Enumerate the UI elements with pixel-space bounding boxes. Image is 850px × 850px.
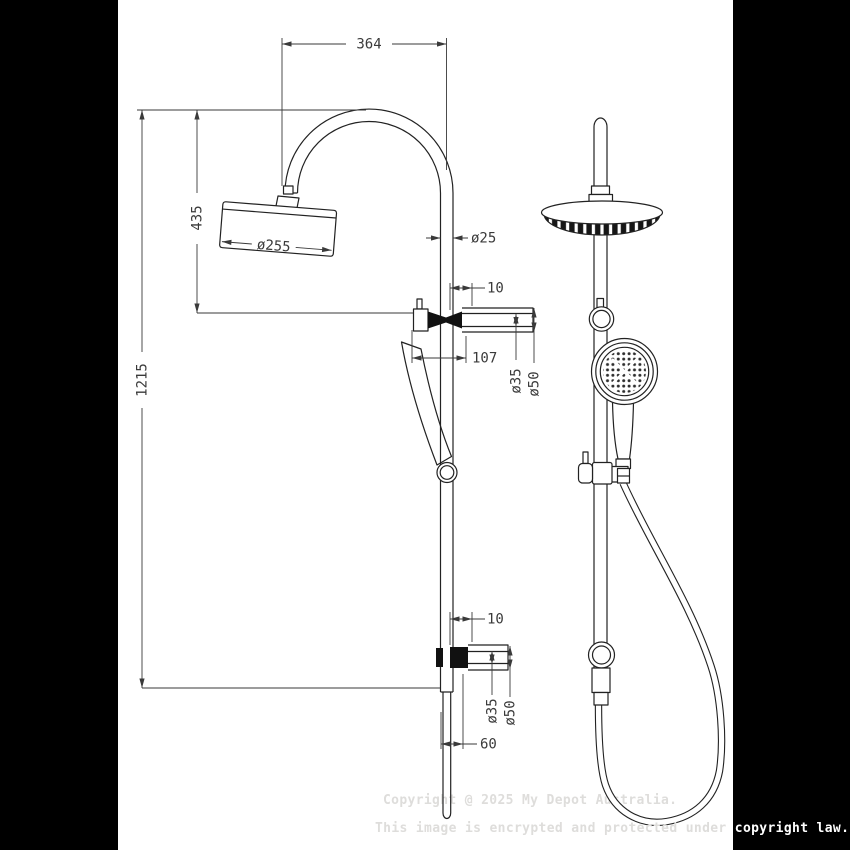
side-view: ø255 xyxy=(219,108,534,820)
dim-total-height-label: 1215 xyxy=(135,363,151,397)
shower-hose-body xyxy=(595,481,725,825)
handshower-side-profile xyxy=(400,341,453,466)
bracket-knob xyxy=(577,462,594,484)
upper-outlet xyxy=(462,307,534,333)
front-view xyxy=(540,117,726,826)
overhead-shower-front xyxy=(540,200,664,225)
bracket-clamp xyxy=(591,461,613,485)
riser-rail-side xyxy=(439,193,454,693)
lower-connector xyxy=(450,647,468,668)
dim-riser-diameter-label: ø25 xyxy=(471,231,496,247)
upper-wall-plate xyxy=(412,308,429,332)
upper-connector xyxy=(428,311,462,329)
watermark-line2-prefix: This image is encrypted and protected un… xyxy=(375,821,735,836)
head-collar-top xyxy=(590,185,611,196)
upper-wall-pin xyxy=(416,298,423,310)
dim-upper-inner-diameter-label: ø35 xyxy=(509,368,525,393)
left-redaction-band xyxy=(0,0,118,850)
dim-rail-to-outlet-label: 60 xyxy=(480,737,497,753)
lower-wall-block xyxy=(436,648,443,667)
dim-upper-gap-label: 10 xyxy=(487,281,504,297)
watermark-line2: This image is encrypted and protected un… xyxy=(375,821,849,837)
gooseneck-arm xyxy=(284,108,454,194)
dim-upper-outer-diameter-label: ø50 xyxy=(527,371,543,396)
dim-lower-outer-diameter-label: ø50 xyxy=(503,700,519,725)
rail-end-piece xyxy=(591,667,611,694)
dim-head-diameter-label: ø255 xyxy=(256,237,291,256)
dimension-annotations: 364 435 1215 ø25 10 xyxy=(135,37,543,753)
watermark-line2-highlight: copyright law. xyxy=(734,821,850,836)
handshower-handle xyxy=(611,401,635,460)
bracket-pin xyxy=(582,451,589,465)
dim-wall-to-rail-label: 107 xyxy=(472,351,497,367)
dim-lower-gap-label: 10 xyxy=(487,612,504,628)
dim-lower-inner-diameter-label: ø35 xyxy=(485,698,501,723)
dim-head-drop-label: 435 xyxy=(190,205,206,230)
dim-arm-reach-label: 364 xyxy=(356,37,381,53)
right-redaction-band xyxy=(733,0,850,850)
lower-outlet xyxy=(468,644,509,671)
shower-hose-outline xyxy=(594,481,726,826)
head-swivel-joint xyxy=(282,185,294,195)
bottom-drop-tube xyxy=(442,692,452,820)
hose-end-connector xyxy=(593,691,609,706)
overhead-shower-side: ø255 xyxy=(219,201,338,257)
watermark-line1: Copyright @ 2025 My Depot Australia. xyxy=(383,793,678,808)
